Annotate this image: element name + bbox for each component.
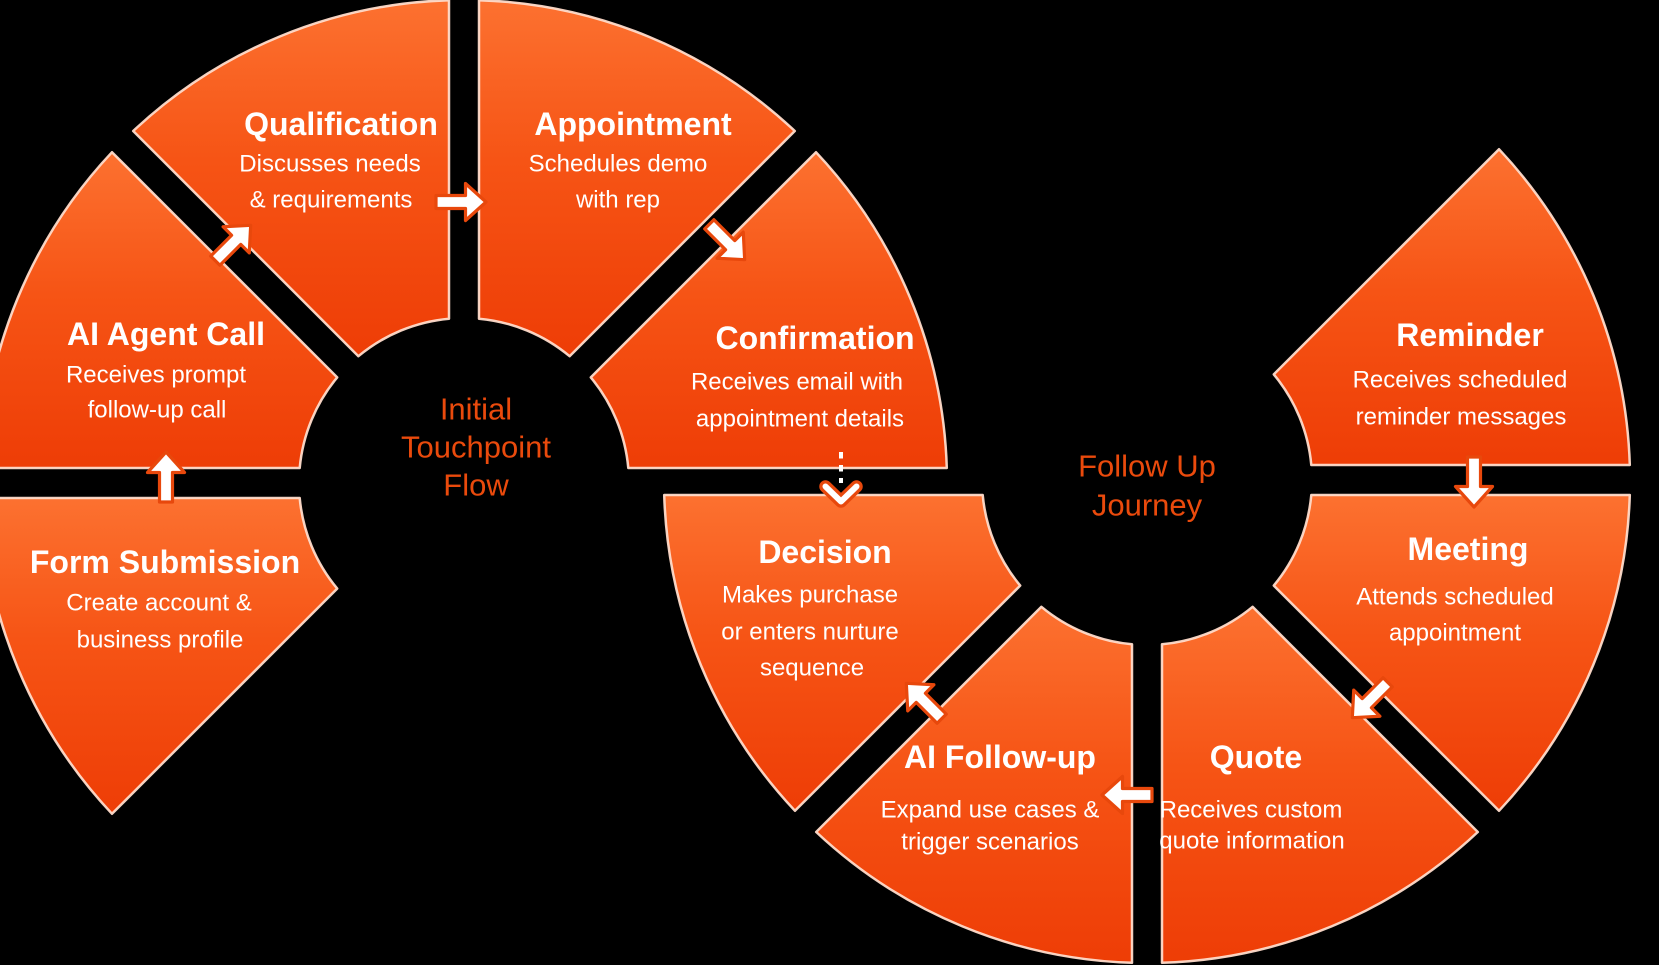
segment-desc-reminder-line1: Receives scheduled [1353,367,1568,394]
segment-title-form-submission: Form Submission [30,544,300,580]
segment-title-qualification: Qualification [244,106,438,142]
solid-arrow-shape [703,218,747,262]
segment-desc-ai-follow-up-line2: trigger scenarios [901,829,1078,856]
segment-title-ai-follow-up: AI Follow-up [904,739,1096,775]
segment-desc-confirmation-line2: appointment details [696,406,904,433]
segment-wedge-form-submission [0,496,339,816]
segment-desc-decision-line1: Makes purchase [722,582,898,609]
segment-desc-reminder-line2: reminder messages [1356,404,1567,431]
solid-arrow-shape [1453,455,1495,509]
solid-arrow-shape [1350,676,1394,720]
solid-arrow-shape [209,223,253,267]
flow-arrow-icon-reminder-to-meeting [1453,455,1495,509]
flow-arrow-icon-meeting-to-quote [1350,676,1394,720]
segment-desc-quote-line1: Receives custom [1160,797,1343,824]
solid-arrow-shape [434,181,488,223]
segment-desc-appointment-line1: Schedules demo [529,151,708,178]
segment-desc-ai-agent-call-line2: follow-up call [88,397,227,424]
segment-wedge-appointment [477,0,797,358]
segment-wedge-reminder [1272,147,1632,467]
segment-desc-quote-line2: quote information [1159,828,1344,855]
flow-arrow-icon-form-submission-to-ai-agent-call [145,450,187,504]
segment-title-appointment: Appointment [534,106,732,142]
segment-title-confirmation: Confirmation [715,320,914,356]
segment-wedge-meeting [1272,493,1632,813]
segment-title-meeting: Meeting [1408,531,1529,567]
flow-arrow-icon-qualification-to-appointment [434,181,488,223]
segment-wedge-quote [1160,605,1480,965]
segment-desc-meeting-line2: appointment [1389,620,1521,647]
ring-center-label-initial-touchpoint-flow-line2: Touchpoint [401,430,551,465]
segment-title-decision: Decision [758,534,891,570]
segment-desc-confirmation-line1: Receives email with [691,369,903,396]
segment-desc-qualification-line1: Discusses needs [239,151,420,178]
segment-desc-appointment-line2: with rep [575,187,660,214]
segment-desc-meeting-line1: Attends scheduled [1356,584,1553,611]
segment-desc-form-submission-line2: business profile [77,627,244,654]
solid-arrow-shape [1100,774,1154,816]
segment-wedge-qualification [131,0,451,358]
segment-title-quote: Quote [1210,739,1302,775]
flow-arrow-icon-ai-follow-up-to-decision [904,681,948,725]
segment-wedge-confirmation [589,150,949,470]
solid-arrow-shape [904,681,948,725]
segment-desc-decision-line2: or enters nurture [721,619,898,646]
segment-wedge-ai-agent-call [0,150,339,470]
solid-arrow-shape [145,450,187,504]
segment-desc-ai-follow-up-line1: Expand use cases & [881,797,1100,824]
segment-wedge-ai-follow-up [814,605,1134,965]
ring-center-label-initial-touchpoint-flow-line3: Flow [443,468,509,503]
segment-desc-qualification-line2: & requirements [250,187,413,214]
flow-arrow-icon-quote-to-ai-follow-up [1100,774,1154,816]
arrows-layer [145,181,1495,816]
ring-center-label-initial-touchpoint-flow-line1: Initial [440,392,512,427]
segment-wedge-decision [662,493,1022,813]
segment-title-ai-agent-call: AI Agent Call [67,316,265,352]
flow-arrow-icon-appointment-to-confirmation [703,218,747,262]
flow-arrow-icon-confirmation-to-decision [819,452,863,508]
ring-center-label-follow-up-journey-line1: Follow Up [1078,449,1216,484]
dashed-arrowhead [822,483,860,505]
segment-desc-decision-line3: sequence [760,655,864,682]
segment-title-reminder: Reminder [1396,317,1544,353]
flow-arrow-icon-ai-agent-call-to-qualification [209,223,253,267]
segment-desc-ai-agent-call-line1: Receives prompt [66,362,246,389]
segment-desc-form-submission-line1: Create account & [66,590,251,617]
ring-center-label-follow-up-journey-line2: Journey [1092,488,1203,523]
